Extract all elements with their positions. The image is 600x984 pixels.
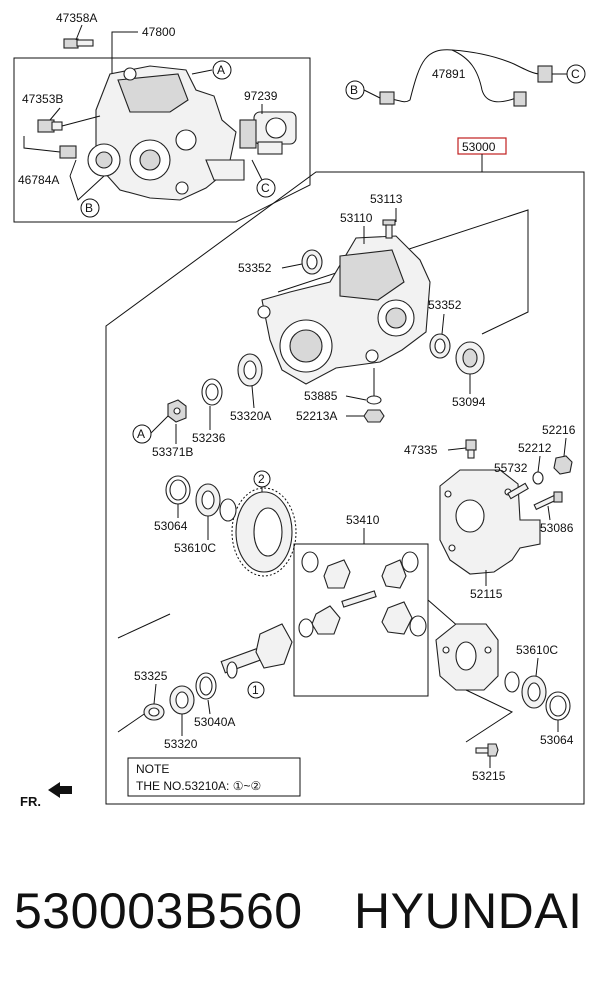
label-97239: 97239 <box>244 89 278 103</box>
nut-52213A-icon <box>363 409 385 423</box>
svg-text:C: C <box>261 181 270 195</box>
label-53371B: 53371B <box>152 445 193 459</box>
callout-B-inset: B <box>69 175 105 218</box>
pinion-gear-icon <box>220 623 293 679</box>
note-box <box>127 757 301 797</box>
note-title: NOTE <box>136 762 169 776</box>
seal-53352-left-icon <box>301 249 323 275</box>
svg-text:B: B <box>350 83 358 97</box>
label-53110: 53110 <box>340 211 373 225</box>
plug-52216-icon <box>553 455 573 475</box>
note-text: THE NO.53210A: ①~② <box>136 779 261 793</box>
part-number: 530003B560 <box>14 883 303 939</box>
svg-text:A: A <box>137 427 145 441</box>
label-47358A: 47358A <box>56 11 97 25</box>
label-53086: 53086 <box>540 521 574 535</box>
label-53610C-right: 53610C <box>516 643 558 657</box>
label-52216: 52216 <box>542 423 576 437</box>
callout-1: 1 <box>247 681 265 699</box>
pin-55732-icon <box>507 482 529 500</box>
label-47353B: 47353B <box>22 92 63 106</box>
ring-gear-icon <box>231 487 297 577</box>
diff-gear-set-icon <box>298 551 427 638</box>
label-53000: 53000 <box>462 140 496 154</box>
bolt-47358A-icon <box>63 38 94 49</box>
bolt-53113-icon <box>382 219 396 239</box>
spacer-53236-icon <box>201 378 223 406</box>
diff-gear-set-frame <box>293 543 429 697</box>
svg-text:C: C <box>571 67 580 81</box>
label-47800: 47800 <box>142 25 176 39</box>
harness-46784A-icon <box>23 136 77 159</box>
plug-47335-icon <box>465 439 477 459</box>
svg-text:A: A <box>217 63 225 77</box>
callout-A-main: A <box>132 415 169 444</box>
footer: 530003B560 HYUNDAI <box>14 876 594 946</box>
label-53320A: 53320A <box>230 409 271 423</box>
actuator-97239-icon <box>239 111 297 155</box>
label-53064-left: 53064 <box>154 519 188 533</box>
brand-name: HYUNDAI <box>354 883 583 939</box>
front-arrow-icon <box>48 782 72 798</box>
washer-53885-icon <box>366 395 382 405</box>
bearing-53320A-icon <box>237 353 263 387</box>
callout-2: 2 <box>253 470 271 492</box>
callout-A-inset: A <box>191 60 232 80</box>
label-53064-right: 53064 <box>540 733 574 747</box>
label-53352-right: 53352 <box>428 298 462 312</box>
bearing-53610C-right-icon <box>504 671 547 709</box>
label-53352-left: 53352 <box>238 261 272 275</box>
cover-53094-icon <box>455 341 485 375</box>
label-52115: 52115 <box>470 587 503 601</box>
shim-53064-left-icon <box>165 475 191 505</box>
label-53113: 53113 <box>370 192 403 206</box>
label-53320: 53320 <box>164 737 198 751</box>
collar-53325-icon <box>143 703 165 721</box>
wire-harness-47891-icon <box>379 49 553 107</box>
diff-case-icon <box>435 623 499 691</box>
label-53236: 53236 <box>192 431 226 445</box>
label-53325: 53325 <box>134 669 168 683</box>
svg-text:B: B <box>85 201 93 215</box>
callout-C-inset: C <box>251 159 276 198</box>
bearing-53320-icon <box>169 685 195 715</box>
main-assembly-frame <box>105 171 585 805</box>
svg-text:1: 1 <box>252 683 259 697</box>
gasket-52212-icon <box>532 471 544 485</box>
label-53410: 53410 <box>346 513 380 527</box>
label-53040A: 53040A <box>194 715 235 729</box>
bolt-53215-icon <box>475 743 499 757</box>
label-47335: 47335 <box>404 443 438 457</box>
label-52212: 52212 <box>518 441 552 455</box>
sensor-47353B-icon <box>37 119 63 133</box>
label-53215: 53215 <box>472 769 506 783</box>
label-53885: 53885 <box>304 389 338 403</box>
callout-C-harness: C <box>552 64 586 84</box>
bearing-53610C-left-icon <box>195 483 237 522</box>
shim-53040A-icon <box>195 672 217 700</box>
nut-53371B-icon <box>167 399 187 423</box>
seal-53352-right-icon <box>429 333 451 359</box>
callout-B-harness: B <box>345 80 381 100</box>
label-55732: 55732 <box>494 461 528 475</box>
label-47891: 47891 <box>432 67 466 81</box>
bolt-53086-icon <box>533 491 563 511</box>
parts-diagram: 47358A 47800 47353B 46784A 97239 <box>13 11 586 809</box>
svg-text:2: 2 <box>258 472 265 486</box>
rear-case-icon <box>87 65 245 201</box>
label-53094: 53094 <box>452 395 486 409</box>
label-53610C-left: 53610C <box>174 541 216 555</box>
label-46784A: 46784A <box>18 173 59 187</box>
label-52213A: 52213A <box>296 409 337 423</box>
carrier-housing-icon <box>257 235 431 385</box>
shim-53064-right-icon <box>545 691 571 721</box>
front-label: FR. <box>20 794 41 809</box>
